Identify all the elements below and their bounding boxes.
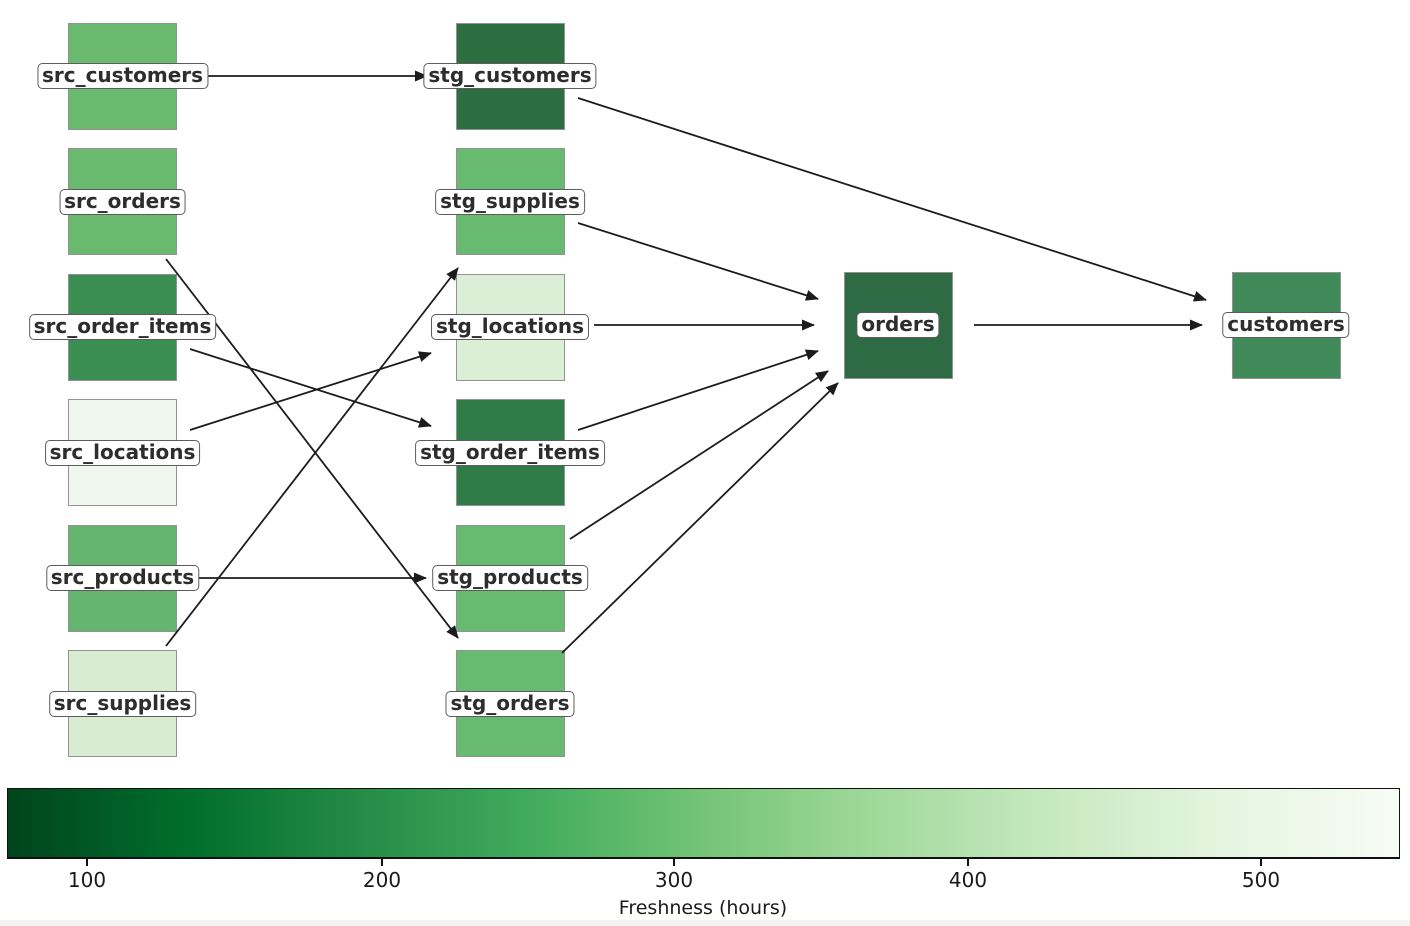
node-label-stg_locations: stg_locations	[430, 314, 590, 340]
colorbar-tick-100	[86, 859, 88, 866]
node-label-stg_supplies: stg_supplies	[435, 188, 585, 215]
node-label-stg_orders: stg_orders	[445, 690, 575, 717]
node-label-orders: orders	[856, 312, 940, 338]
node-label-src_customers: src_customers	[36, 63, 209, 89]
colorbar-tick-label-200: 200	[362, 868, 402, 892]
bottom-edge-strip	[0, 920, 1410, 926]
colorbar-tick-label-400: 400	[948, 868, 988, 892]
node-label-stg_products: stg_products	[432, 565, 588, 591]
colorbar-tick-label-300: 300	[654, 868, 694, 892]
colorbar-tick-200	[381, 859, 383, 866]
node-label-src_orders: src_orders	[59, 188, 186, 215]
node-label-stg_customers: stg_customers	[423, 63, 597, 89]
node-label-src_products: src_products	[45, 565, 200, 591]
colorbar-tick-300	[673, 859, 675, 866]
colorbar-tick-500	[1260, 859, 1262, 866]
colorbar-tick-label-100: 100	[67, 868, 107, 892]
node-label-src_locations: src_locations	[44, 439, 201, 466]
node-label-src_supplies: src_supplies	[48, 690, 197, 717]
colorbar	[7, 788, 1400, 859]
node-label-stg_order_items: stg_order_items	[415, 439, 605, 466]
colorbar-axis-label: Freshness (hours)	[618, 897, 788, 919]
node-label-src_order_items: src_order_items	[28, 314, 217, 340]
node-label-customers: customers	[1222, 312, 1350, 338]
colorbar-tick-label-500: 500	[1241, 868, 1281, 892]
colorbar-tick-400	[967, 859, 969, 866]
